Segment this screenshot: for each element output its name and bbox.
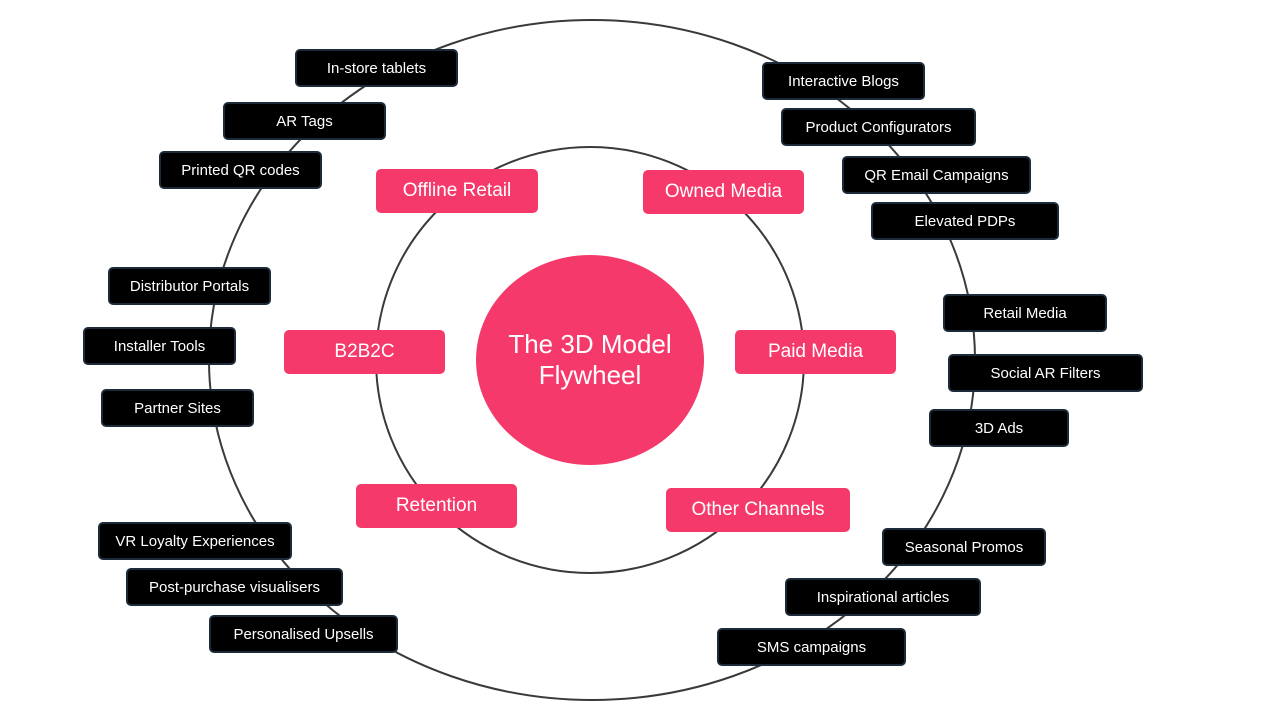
tactic-retail-media: Retail Media (943, 294, 1107, 332)
tactic-sms-campaigns: SMS campaigns (717, 628, 906, 666)
tactic-qr-email-campaigns: QR Email Campaigns (842, 156, 1031, 194)
tactic-in-store-tablets: In-store tablets (295, 49, 458, 87)
channel-retention: Retention (356, 484, 517, 528)
tactic-3d-ads: 3D Ads (929, 409, 1069, 447)
tactic-social-ar-filters: Social AR Filters (948, 354, 1143, 392)
channel-offline-retail: Offline Retail (376, 169, 538, 213)
tactic-printed-qr-codes: Printed QR codes (159, 151, 322, 189)
tactic-distributor-portals: Distributor Portals (108, 267, 271, 305)
tactic-inspirational-articles: Inspirational articles (785, 578, 981, 616)
tactic-personalised-upsells: Personalised Upsells (209, 615, 398, 653)
tactic-post-purchase-visualisers: Post-purchase visualisers (126, 568, 343, 606)
channel-owned-media: Owned Media (643, 170, 804, 214)
tactic-installer-tools: Installer Tools (83, 327, 236, 365)
channel-paid-media: Paid Media (735, 330, 896, 374)
tactic-elevated-pdps: Elevated PDPs (871, 202, 1059, 240)
hub-title: The 3D Model Flywheel (476, 255, 704, 465)
tactic-ar-tags: AR Tags (223, 102, 386, 140)
channel-b2b2c: B2B2C (284, 330, 445, 374)
channel-other-channels: Other Channels (666, 488, 850, 532)
tactic-product-configurators: Product Configurators (781, 108, 976, 146)
tactic-partner-sites: Partner Sites (101, 389, 254, 427)
tactic-interactive-blogs: Interactive Blogs (762, 62, 925, 100)
tactic-vr-loyalty-experiences: VR Loyalty Experiences (98, 522, 292, 560)
tactic-seasonal-promos: Seasonal Promos (882, 528, 1046, 566)
